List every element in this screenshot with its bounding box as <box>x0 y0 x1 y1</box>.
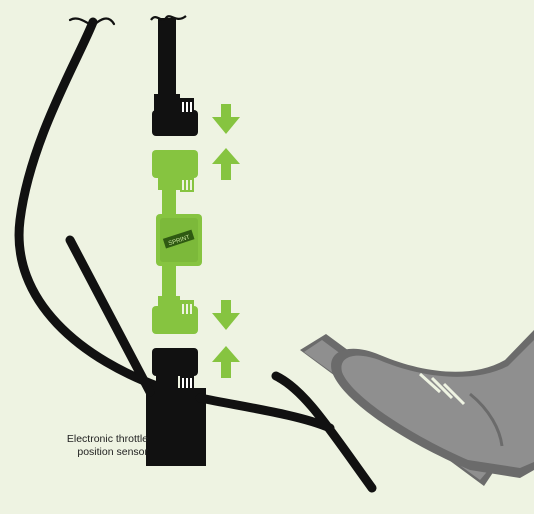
top-cable <box>150 15 187 96</box>
top-black-connector <box>152 94 198 136</box>
pedal-arm <box>65 235 377 493</box>
up-arrow-icon <box>212 148 240 180</box>
sensor-label-line2: position sensor <box>77 446 148 458</box>
sensor-label-line1: Electronic throttle <box>66 433 148 445</box>
shoe <box>331 330 534 478</box>
green-connector-lower <box>152 296 198 334</box>
sensor-label: Electronic throttle position sensor <box>0 433 148 459</box>
down-arrow-icon <box>212 104 240 134</box>
bottom-black-connector <box>152 348 198 390</box>
green-module: SPRINT <box>156 214 202 300</box>
throttle-sensor-body <box>146 388 206 466</box>
green-connector-upper <box>152 150 198 218</box>
down-arrow-icon <box>212 300 240 330</box>
left-cable <box>14 17 173 395</box>
up-arrow-icon <box>212 346 240 378</box>
